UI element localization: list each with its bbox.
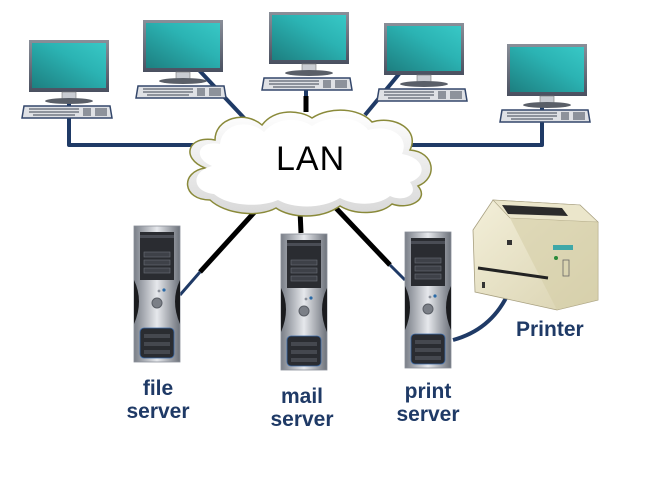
mail-server-tower [280, 233, 328, 371]
mail-server-label: mail server [262, 385, 342, 431]
cable-print-server-blue [388, 263, 407, 282]
mail-server-label-line2: server [270, 408, 334, 431]
workstation-2 [135, 19, 227, 99]
file-server-tower [133, 225, 181, 363]
cable-printer [452, 295, 509, 342]
print-server-label-line1: print [404, 380, 452, 403]
file-server-label-line2: server [126, 400, 190, 423]
print-server-label: print server [388, 380, 468, 426]
print-server-label-line2: server [396, 403, 460, 426]
printer-label: Printer [516, 318, 584, 341]
workstation-1 [21, 39, 113, 119]
lan-cloud [186, 109, 432, 217]
mail-server-label-line1: mail [280, 385, 324, 408]
print-server-tower [404, 231, 452, 369]
file-server-label-line1: file [142, 377, 174, 400]
printer [472, 199, 599, 311]
workstation-5 [499, 43, 591, 123]
cable-print-server-black [332, 204, 392, 267]
workstation-4 [376, 22, 468, 102]
file-server-label: file server [118, 377, 198, 423]
cable-file-server-black [198, 203, 263, 274]
lan-label: LAN [276, 140, 346, 178]
cable-file-server-blue [178, 271, 202, 296]
workstation-3 [261, 11, 353, 91]
